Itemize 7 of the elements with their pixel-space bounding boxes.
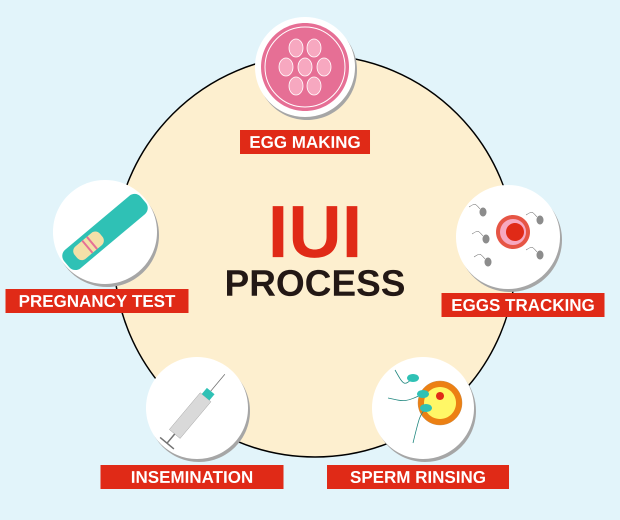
step-label: EGGS TRACKING [442,293,604,317]
subtitle-text: PROCESS [227,270,404,296]
step-label: SPERM RINSING [327,465,509,489]
step-label: EGG MAKING [240,130,370,154]
step-label: INSEMINATION [100,465,284,489]
step-label: PREGNANCY TEST [6,289,188,313]
title-text: IUI [272,206,358,258]
